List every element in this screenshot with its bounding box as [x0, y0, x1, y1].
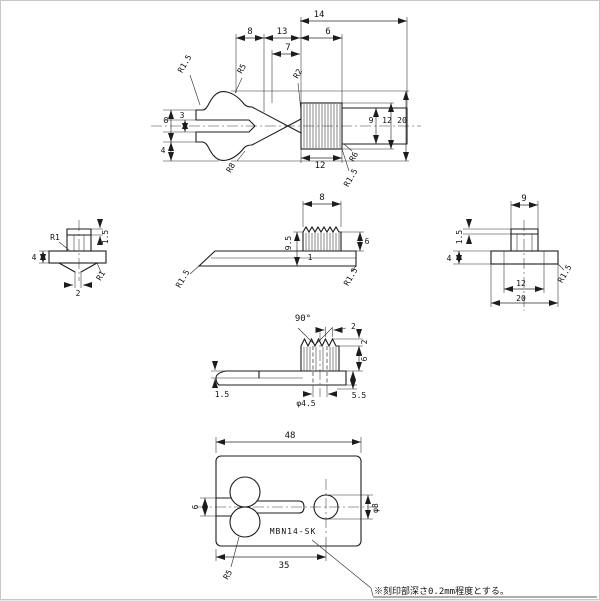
dim-profile-9-5: 9.5 — [284, 236, 293, 251]
dim-front-height-3: 3 — [180, 111, 185, 120]
dim-front-height-9: 9 — [369, 116, 374, 125]
label-plan-r5: R5 — [222, 568, 235, 581]
front-dimension-lines — [168, 18, 409, 161]
left-side-outline — [48, 228, 107, 273]
dim-right-side-4: 4 — [447, 254, 452, 263]
dim-front-height-8: 8 — [164, 116, 169, 125]
dim-front-width-13: 13 — [277, 27, 288, 37]
part-marking: MBN14-SK — [270, 527, 317, 536]
right-side-dims — [453, 201, 565, 307]
note-leader-line — [311, 539, 372, 589]
dim-detail-pitch-2: 2 — [351, 322, 356, 331]
front-view: 14 8 13 6 7 8 3 4 9 12 20 12 R1.5 R5 R2 … — [151, 10, 421, 188]
dim-profile-6: 6 — [365, 237, 370, 246]
detail-dims — [211, 327, 363, 397]
label-right-side-r1-5: R1.5 — [556, 263, 574, 284]
plan-view: 48 6 φ8 35 R5 MBN14-SK — [191, 431, 380, 581]
dim-front-height-20: 20 — [397, 116, 407, 125]
note-block: ※刻印部深さ0.2mm程度とする。 — [311, 539, 597, 598]
label-left-side-r1-bottom: R1 — [95, 269, 108, 282]
dim-detail-90deg: 90° — [295, 314, 311, 324]
dim-profile-1: 1 — [308, 253, 313, 262]
right-side-view: 9 1.5 4 12 20 R1.5 — [447, 194, 574, 311]
detail-view: 90° 2 2 6 5.5 1.5 φ4.5 — [211, 314, 369, 408]
dim-front-width-6: 6 — [325, 27, 330, 37]
dim-detail-6: 6 — [360, 356, 369, 361]
dim-left-side-1-5: 1.5 — [101, 230, 110, 245]
dim-right-side-1-5: 1.5 — [455, 230, 464, 245]
left-side-dims — [39, 219, 103, 288]
dim-right-side-9: 9 — [521, 194, 526, 204]
dim-left-side-2: 2 — [76, 289, 81, 298]
dim-front-bottom-12: 12 — [315, 161, 326, 171]
label-front-r1-5-top: R1.5 — [176, 53, 194, 74]
dim-plan-35: 35 — [279, 561, 290, 571]
dim-detail-1-5: 1.5 — [215, 390, 230, 399]
dim-front-width-7: 7 — [285, 43, 290, 53]
dim-detail-depth-2: 2 — [360, 339, 369, 344]
right-side-outline — [490, 228, 559, 265]
dim-right-side-12: 12 — [516, 279, 526, 288]
left-side-view: 4 2 1.5 R1 R1 — [32, 219, 110, 298]
detail-outline — [215, 337, 347, 386]
profile-dims — [189, 201, 364, 275]
label-left-side-r1-top: R1 — [50, 233, 60, 242]
dim-front-height-4: 4 — [161, 146, 166, 155]
front-extension-lines — [163, 17, 409, 163]
label-profile-r1-5-left: R1.5 — [174, 268, 192, 289]
dim-profile-8: 8 — [319, 193, 324, 203]
dim-front-height-12: 12 — [382, 116, 392, 125]
note-leader-elbow — [370, 587, 374, 597]
front-knurl-hatch — [303, 104, 341, 148]
plan-outline — [215, 455, 362, 547]
dim-plan-48: 48 — [285, 431, 296, 441]
center-profile-view: 8 9.5 6 1 R1.5 R1.5 — [174, 193, 369, 289]
dim-plan-dia-8: φ8 — [371, 503, 380, 513]
label-front-r6: R6 — [348, 150, 361, 163]
profile-outline — [197, 225, 357, 267]
dim-detail-5-5: 5.5 — [352, 391, 367, 400]
dim-right-side-20: 20 — [516, 294, 526, 303]
dim-front-width-14: 14 — [314, 10, 325, 20]
note-text: ※刻印部深さ0.2mm程度とする。 — [374, 585, 509, 597]
plan-hole — [313, 494, 339, 520]
dim-front-width-8: 8 — [247, 27, 252, 37]
label-front-r8: R8 — [225, 161, 238, 174]
label-front-r1-5-bottom: R1.5 — [342, 167, 360, 188]
dim-left-side-4: 4 — [32, 253, 37, 262]
dim-plan-slot-6: 6 — [191, 504, 200, 509]
label-front-r5: R5 — [236, 62, 249, 75]
label-profile-r1-5-right: R1.5 — [342, 266, 360, 287]
plan-dims — [200, 437, 373, 568]
label-front-r2: R2 — [292, 67, 305, 80]
dim-detail-dia-4-5: φ4.5 — [296, 399, 315, 408]
front-leader-lines — [189, 74, 353, 172]
